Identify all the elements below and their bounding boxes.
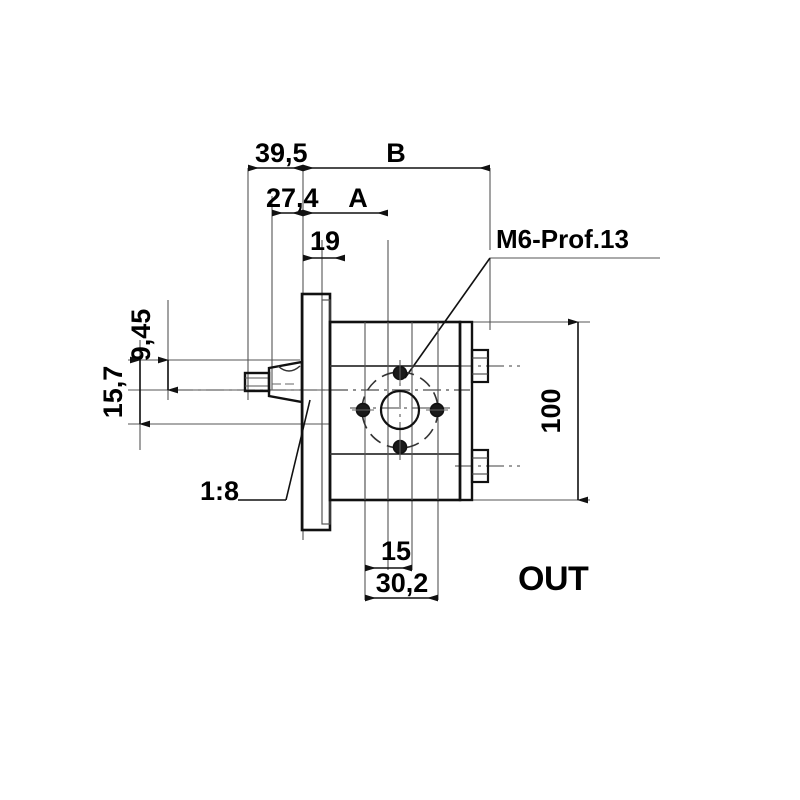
dim-label-30-2: 30,2 [376,568,429,598]
callout-label-m6: M6-Prof.13 [496,224,629,254]
dim-100: 100 [536,318,588,504]
dim-label-27-4: 27,4 [266,183,319,213]
callout-m6-prof13: M6-Prof.13 [404,224,629,379]
port-boss-lower [470,448,490,484]
port-label-out: OUT [518,560,589,598]
dim-19: 19 [303,226,345,262]
bolt-circle-detail [352,362,448,458]
left-dimension-group: 9,45 15,7 [98,309,178,428]
rear-cover-plate [458,320,474,502]
dim-15: 15 [365,536,412,572]
dim-39-5: 39,5 [248,138,308,172]
dim-A: A [303,183,388,217]
bottom-dimension-group: 15 30,2 [365,536,438,602]
dim-label-B: B [386,138,406,168]
port-bosses [470,348,490,484]
dim-15-7: 15,7 [98,356,150,428]
callout-label-taper: 1:8 [200,476,239,506]
dim-B: B [303,138,490,172]
dim-label-A: A [348,183,368,213]
dim-9-45: 9,45 [126,309,178,394]
top-dimension-group: 39,5 B 27,4 A 19 [248,138,490,262]
callout-taper-1-8: 1:8 [200,399,311,506]
port-boss-upper [470,348,490,384]
dim-27-4: 27,4 [266,183,319,217]
taper-leader-line [285,399,311,501]
bolt-hole-centermarks [352,362,448,458]
dim-label-15: 15 [381,536,411,566]
center-bore [379,389,421,431]
dim-label-19: 19 [310,226,340,256]
dim-30-2: 30,2 [365,568,438,602]
m6-leader-line [404,257,491,379]
dim-label-15-7: 15,7 [98,366,128,419]
dim-label-9-45: 9,45 [126,309,156,362]
dim-label-39-5: 39,5 [255,138,308,168]
dim-label-100: 100 [536,388,566,433]
